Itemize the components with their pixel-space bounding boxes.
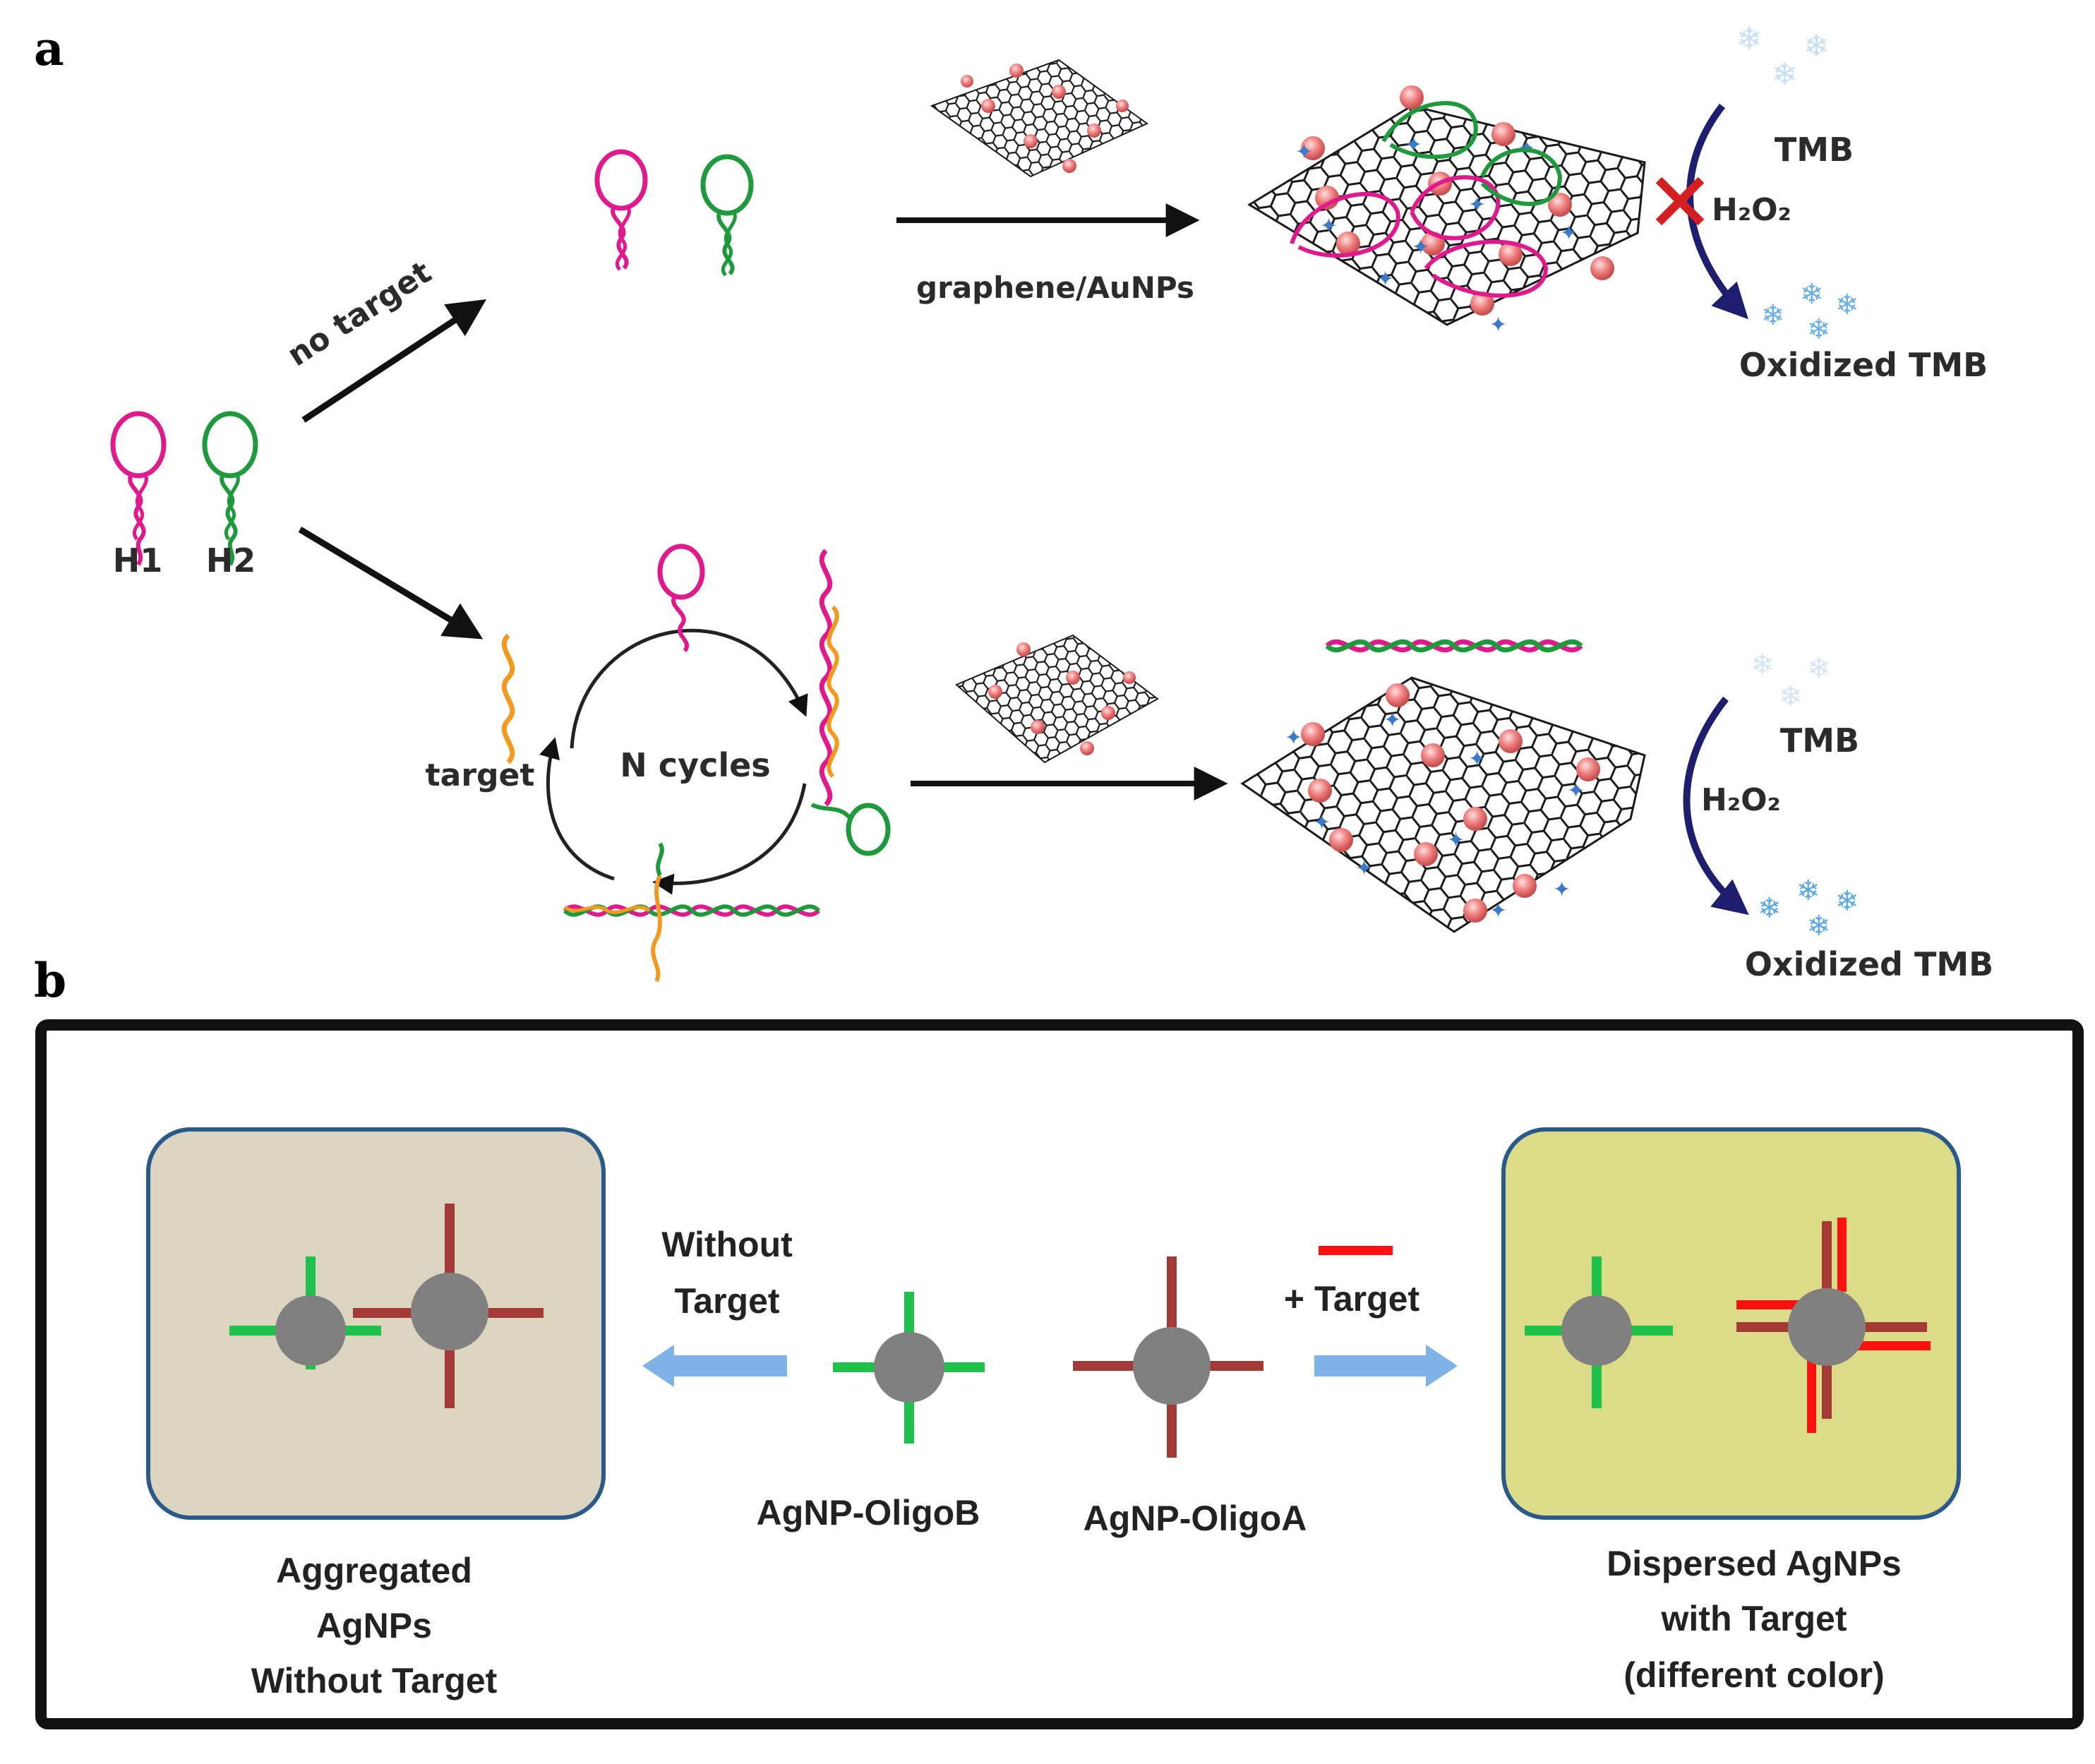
h2o2-label-top: H₂O₂ [1712, 192, 1791, 228]
tmb-snowflakes-top: ❄❄❄ [1736, 21, 1830, 92]
oxidized-tmb-snowflakes-top: ❄❄❄❄ [1761, 278, 1859, 346]
svg-text:❄: ❄ [1772, 56, 1798, 92]
tmb-label-top: TMB [1775, 131, 1854, 169]
svg-text:❄: ❄ [1803, 28, 1830, 64]
svg-text:✦: ✦ [1489, 313, 1507, 337]
released-duplex [1325, 639, 1583, 653]
svg-text:✦: ✦ [1468, 193, 1486, 217]
duplex-strand-horizontal [563, 842, 821, 983]
reaction-arrow-bottom [1683, 696, 1749, 916]
oxidized-tmb-label-bottom: Oxidized TMB [1745, 945, 1993, 983]
svg-text:✦: ✦ [1313, 810, 1331, 835]
aggregated-box [146, 1127, 606, 1520]
svg-text:❄: ❄ [1751, 649, 1775, 681]
dispersed-label-line1: Dispersed AgNPs [1607, 1544, 1902, 1583]
svg-text:✦: ✦ [1412, 235, 1429, 260]
plus-target-label: + Target [1284, 1279, 1420, 1319]
svg-text:✦: ✦ [1468, 747, 1486, 772]
n-cycles-label: N cycles [620, 746, 770, 784]
agnp-oligob-label: AgNP-OligoB [757, 1493, 980, 1532]
hairpin-h2-cycle [810, 803, 891, 856]
aggregated-label-line1: Aggregated [276, 1551, 472, 1590]
dispersed-oligob-np [1525, 1256, 1673, 1408]
svg-text:✦: ✦ [1355, 856, 1373, 881]
oxidized-tmb-label-top: Oxidized TMB [1739, 346, 1988, 384]
graphene-sheet-small-top [930, 59, 1148, 178]
dispersed-label-line3: (different color) [1623, 1655, 1884, 1695]
svg-text:❄: ❄ [1796, 875, 1820, 907]
h2o2-label-bottom: H₂O₂ [1701, 782, 1781, 818]
hairpin-h1-cycle [657, 544, 705, 652]
panel-b-frame [35, 1019, 2084, 1729]
dispersed-oligoa-np-with-target [1736, 1218, 1931, 1433]
graphene-aunps-label: graphene/AuNPs [916, 270, 1194, 305]
svg-text:✦: ✦ [1285, 726, 1302, 750]
svg-text:✦: ✦ [1553, 877, 1571, 902]
svg-text:✦: ✦ [1567, 779, 1585, 803]
oxidized-tmb-snowflakes-bottom: ❄❄❄❄ [1758, 875, 1859, 942]
hairpin-h2-top [700, 154, 754, 277]
target-label: target [426, 757, 535, 793]
panel-b-label: b [34, 953, 66, 1008]
svg-text:✦: ✦ [1383, 708, 1401, 733]
no-target-label: no target [281, 254, 438, 373]
duplex-strand-vertical [819, 548, 839, 807]
without-target-line2: Target [674, 1281, 779, 1321]
target-strand [501, 633, 515, 764]
svg-text:❄: ❄ [1807, 652, 1831, 685]
svg-text:❄: ❄ [1758, 892, 1782, 925]
dispersed-label-line2: with Target [1661, 1599, 1847, 1638]
plus-target-arrow [1314, 1345, 1458, 1387]
target-strand-icon [1319, 1246, 1393, 1255]
svg-text:✦: ✦ [1560, 221, 1578, 246]
panel-a-label: a [34, 21, 64, 76]
svg-text:❄: ❄ [1835, 289, 1859, 321]
cycle-arc-right [652, 783, 807, 895]
aggregated-oligob-np [229, 1256, 381, 1369]
hairpin-h2-start [202, 411, 258, 566]
svg-text:✦: ✦ [1447, 828, 1465, 853]
graphene-sheet-top: ✦✦✦ ✦✦✦ ✦✦✦ [1247, 85, 1646, 337]
h2-label: H2 [206, 541, 256, 580]
svg-text:❄: ❄ [1779, 680, 1803, 713]
aggregated-label-line3: Without Target [251, 1661, 498, 1700]
graphene-sheet-bottom: ✦ ✦ ✦ ✦ ✦ ✦ ✦ ✦ ✦ [1240, 676, 1646, 933]
svg-text:✦: ✦ [1295, 140, 1313, 164]
graphene-sheet-small-bottom [955, 634, 1159, 764]
tmb-snowflakes-bottom: ❄❄❄ [1751, 649, 1831, 713]
agnp-oligoa [1073, 1256, 1263, 1458]
svg-text:❄: ❄ [1761, 299, 1785, 332]
cycle-arc-left [539, 737, 615, 881]
blocked-cross-icon [1655, 176, 1705, 226]
hairpin-h1-top [594, 149, 648, 271]
target-branch-arrow [298, 527, 484, 640]
agnp-oligoa-label: AgNP-OligoA [1083, 1499, 1307, 1538]
hairpin-h1-start [110, 411, 167, 566]
svg-text:❄: ❄ [1736, 21, 1763, 57]
svg-text:❄: ❄ [1807, 910, 1831, 942]
svg-text:❄: ❄ [1835, 885, 1859, 918]
agnp-oligob [833, 1292, 985, 1444]
tmb-label-bottom: TMB [1780, 721, 1859, 760]
svg-text:✦: ✦ [1489, 899, 1507, 923]
aggregated-oligoa-np [353, 1204, 544, 1408]
without-target-arrow [642, 1345, 787, 1387]
svg-text:✦: ✦ [1320, 214, 1338, 239]
no-target-arrow [301, 299, 487, 423]
svg-text:❄: ❄ [1800, 278, 1824, 311]
without-target-line1: Without [661, 1225, 793, 1264]
aggregated-label-line2: AgNPs [316, 1606, 432, 1645]
svg-text:❄: ❄ [1807, 313, 1831, 346]
h1-label: H1 [113, 541, 163, 580]
cycle-arc-top [570, 628, 808, 749]
svg-text:✦: ✦ [1376, 267, 1394, 292]
